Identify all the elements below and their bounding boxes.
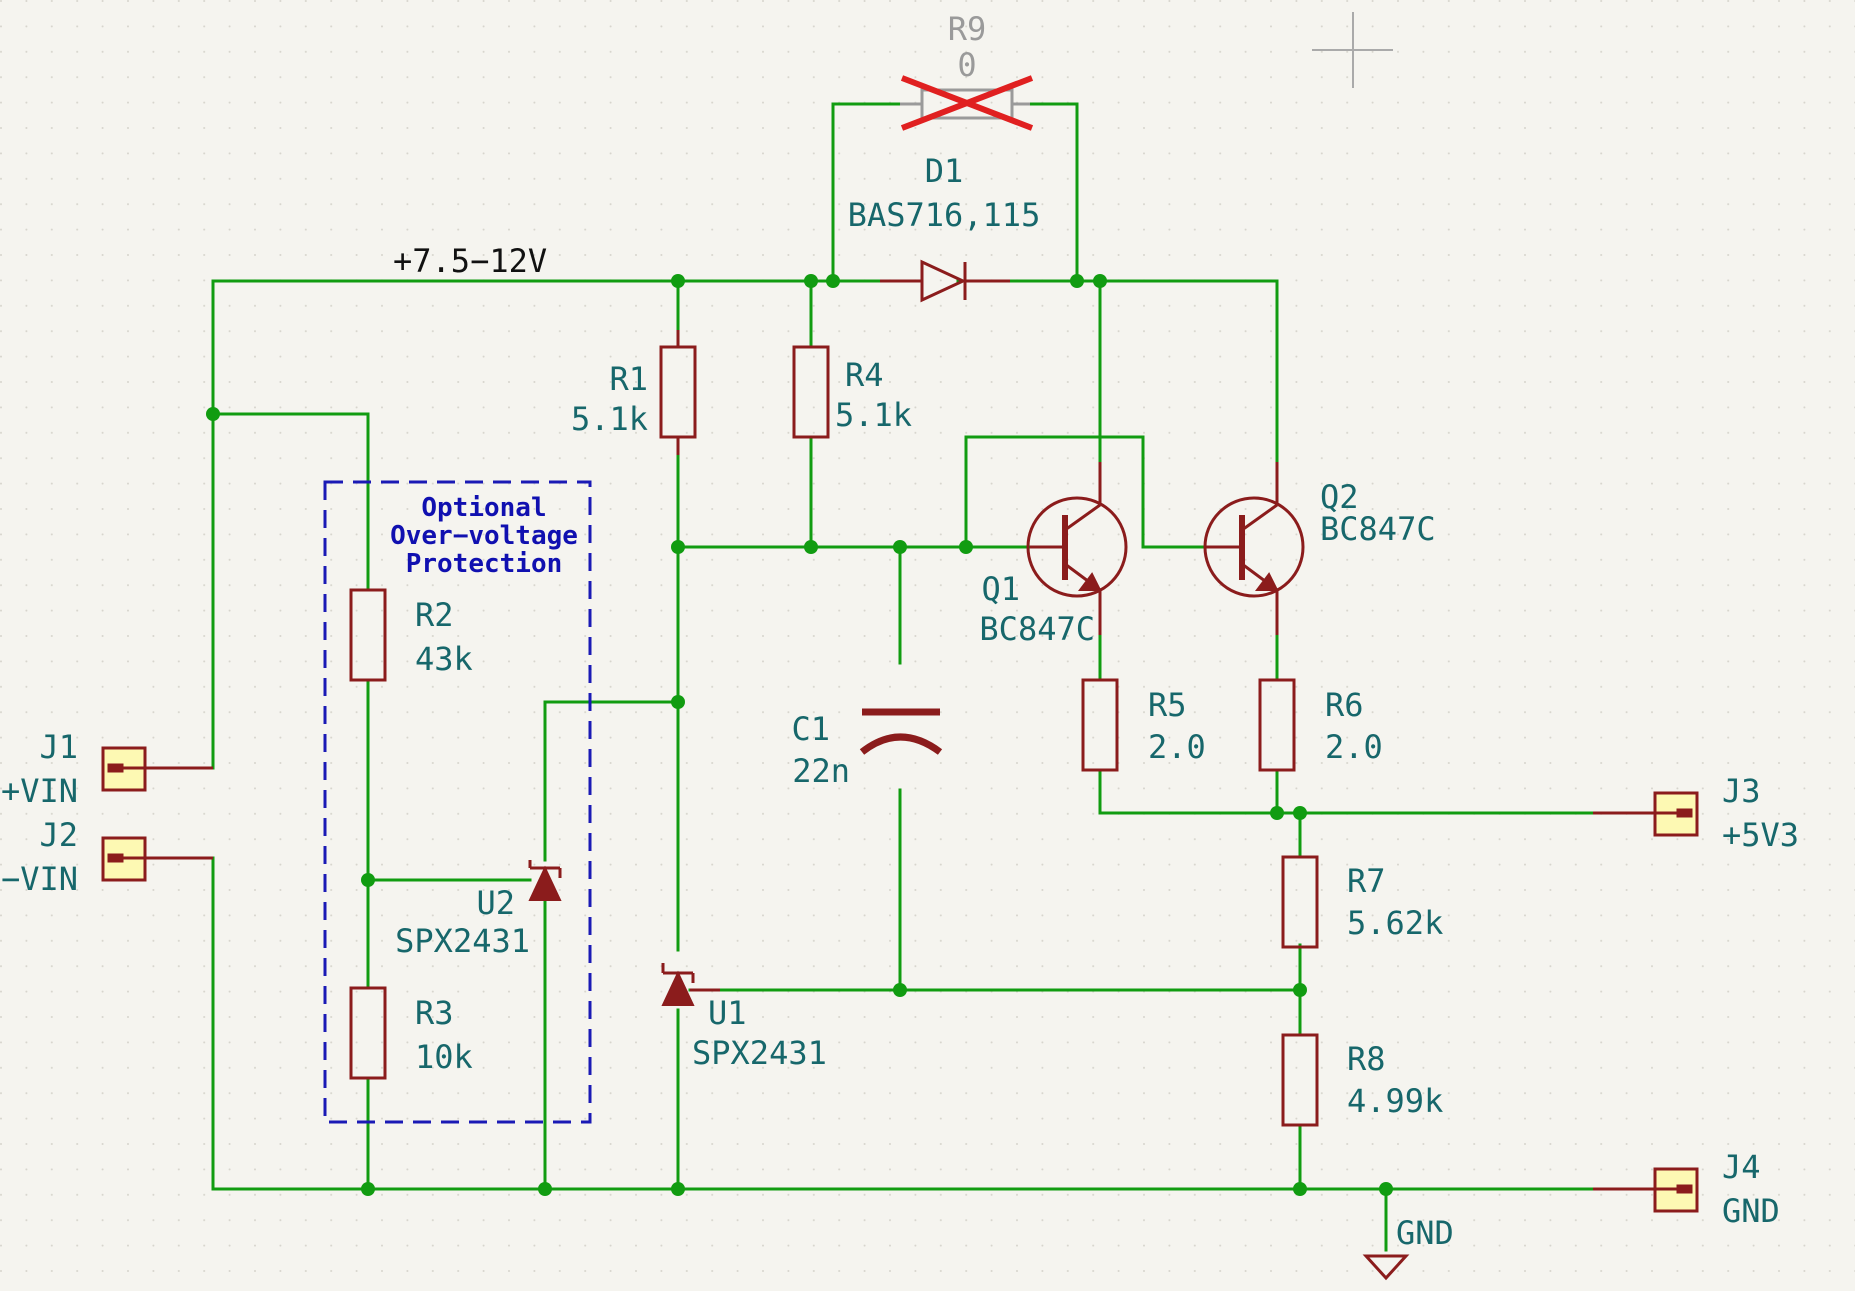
resistor-r9[interactable]: R9 0 [900, 10, 1034, 131]
u2-reference: U2 [476, 884, 515, 922]
r7-value: 5.62k [1347, 904, 1443, 942]
r8-reference: R8 [1347, 1040, 1386, 1078]
gnd-net-label: GND [1396, 1214, 1454, 1252]
resistor-r1[interactable]: R1 5.1k [571, 330, 697, 455]
r3-reference: R3 [415, 994, 454, 1032]
c1-reference: C1 [791, 710, 830, 748]
j3-value: +5V3 [1722, 816, 1799, 854]
d1-value: BAS716,115 [848, 196, 1041, 234]
j1-reference: J1 [39, 728, 78, 766]
transistor-q1[interactable]: Q1 BC847C [979, 462, 1128, 648]
j4-value: GND [1722, 1192, 1780, 1230]
resistor-r5[interactable]: R5 2.0 [1081, 678, 1206, 772]
crosshair-cursor [1312, 12, 1393, 88]
shunt-regulator-u2[interactable]: U2 SPX2431 [395, 860, 562, 960]
r5-value: 2.0 [1148, 728, 1206, 766]
ovp-note-line1: Optional [421, 493, 546, 523]
j2-reference: J2 [39, 816, 78, 854]
u2-value: SPX2431 [395, 922, 530, 960]
diode-d1[interactable]: D1 BAS716,115 [848, 152, 1041, 303]
resistor-r2[interactable]: R2 43k [349, 588, 473, 682]
r5-reference: R5 [1148, 686, 1187, 724]
r2-reference: R2 [415, 596, 454, 634]
connector-j1[interactable]: J1 +VIN [1, 728, 213, 810]
r6-reference: R6 [1325, 686, 1364, 724]
j4-reference: J4 [1722, 1148, 1761, 1186]
r3-value: 10k [415, 1038, 473, 1076]
capacitor-c1[interactable]: C1 22n [791, 708, 943, 790]
junctions [206, 274, 1393, 1196]
connector-j2[interactable]: J2 −VIN [1, 816, 213, 898]
ovp-note-line2: Over−voltage [390, 521, 578, 551]
r8-value: 4.99k [1347, 1082, 1443, 1120]
q1-value: BC847C [979, 610, 1095, 648]
shunt-regulator-u1[interactable]: U1 SPX2431 [661, 963, 827, 1072]
q1-reference: Q1 [981, 570, 1020, 608]
resistor-r6[interactable]: R6 2.0 [1258, 678, 1383, 772]
r4-reference: R4 [845, 356, 884, 394]
j2-value: −VIN [1, 860, 78, 898]
r6-value: 2.0 [1325, 728, 1383, 766]
ovp-dashed-box [323, 480, 592, 1124]
resistor-r8[interactable]: R8 4.99k [1281, 1033, 1443, 1127]
connector-j4[interactable]: J4 GND [1593, 1148, 1780, 1230]
r9-value: 0 [957, 46, 976, 84]
r1-value: 5.1k [571, 400, 648, 438]
ovp-annotation: Optional Over−voltage Protection [323, 480, 592, 1124]
resistor-r3[interactable]: R3 10k [349, 986, 473, 1080]
ovp-note-line3: Protection [406, 549, 563, 579]
u1-value: SPX2431 [692, 1034, 827, 1072]
j3-reference: J3 [1722, 772, 1761, 810]
connector-j3[interactable]: J3 +5V3 [1593, 772, 1799, 854]
u1-reference: U1 [708, 994, 747, 1032]
r4-value: 5.1k [835, 396, 912, 434]
ground-symbol[interactable]: GND [1362, 1214, 1454, 1281]
resistor-r7[interactable]: R7 5.62k [1281, 855, 1443, 949]
c1-value: 22n [792, 752, 850, 790]
r2-value: 43k [415, 640, 473, 678]
r9-reference: R9 [948, 10, 987, 48]
j1-value: +VIN [1, 772, 78, 810]
transistor-q2[interactable]: Q2 BC847C [1203, 462, 1436, 635]
r1-reference: R1 [609, 360, 648, 398]
resistor-r4[interactable]: R4 5.1k [792, 345, 912, 439]
q2-reference: Q2 [1320, 478, 1359, 516]
r7-reference: R7 [1347, 862, 1386, 900]
q2-value: BC847C [1320, 510, 1436, 548]
d1-reference: D1 [925, 152, 964, 190]
input-voltage-net-label: +7.5−12V [393, 242, 547, 280]
